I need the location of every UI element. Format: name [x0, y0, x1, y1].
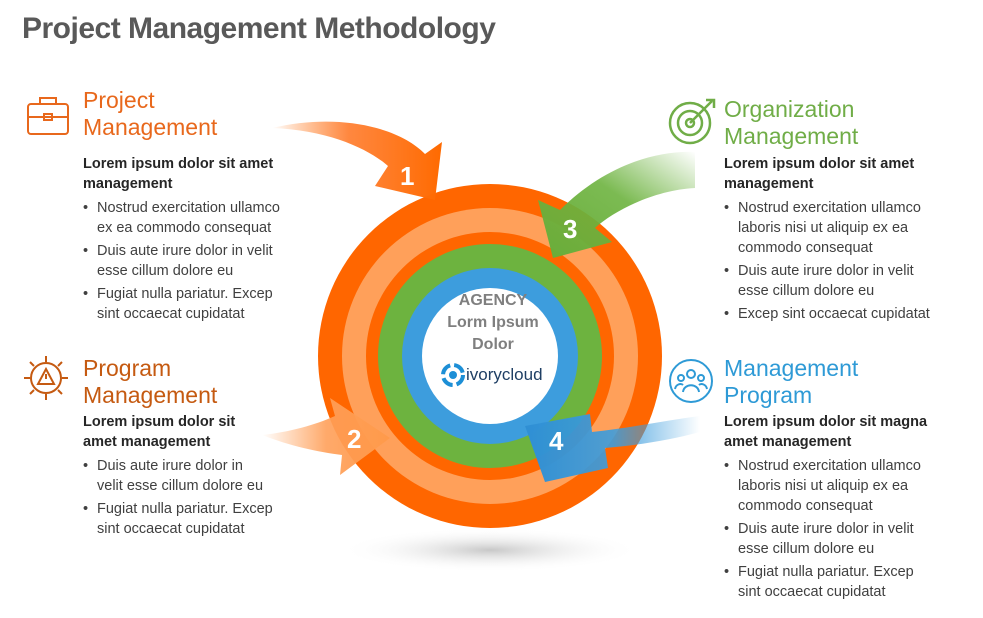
target-icon: [668, 98, 716, 145]
subtitle-line: Lorem ipsum dolor sit amet: [83, 156, 274, 172]
center-line-3: Dolor: [472, 336, 514, 353]
logo-text: ivorycloud: [466, 365, 543, 384]
diagram-shadow: [340, 528, 640, 572]
center-line-2: Lorm Ipsum: [447, 314, 539, 331]
team-icon: [669, 359, 713, 403]
arrow-3: [538, 151, 695, 258]
heading-line: Project: [83, 87, 155, 113]
program-management-heading: Program Management: [83, 355, 217, 409]
step-number-4: 4: [549, 426, 564, 456]
program-management-subtitle: Lorem ipsum dolor sit amet management: [83, 412, 235, 452]
management-program-heading: Management Program: [724, 355, 858, 409]
organization-management-subtitle: Lorem ipsum dolor sit amet management: [724, 154, 914, 194]
center-circle: [422, 288, 558, 424]
list-item: Excep sint occaecat cupidatat: [724, 304, 964, 324]
step-number-3: 3: [563, 214, 578, 244]
center-label: AGENCY Lorm Ipsum Dolor: [433, 290, 553, 356]
ivorycloud-logo: ivorycloud: [438, 362, 554, 390]
organization-management-heading: Organization Management: [724, 96, 858, 150]
logo-swirl-icon: [441, 363, 465, 387]
heading-line: Organization: [724, 96, 855, 122]
subtitle-line: Lorem ipsum dolor sit magna: [724, 414, 928, 430]
step-number-1: 1: [400, 161, 415, 191]
management-program-subtitle: Lorem ipsum dolor sit magna amet managem…: [724, 412, 927, 452]
briefcase-icon: [27, 97, 69, 135]
arrow-4: [525, 414, 700, 482]
step-number-2: 2: [347, 424, 362, 454]
heading-line: Program: [724, 382, 813, 408]
subtitle-line: amet management: [724, 434, 852, 450]
heading-line: Management: [83, 382, 218, 408]
gear-warning-icon: [24, 356, 68, 400]
arrow-1: [272, 121, 442, 200]
subtitle-line: management: [83, 176, 173, 192]
subtitle-line: amet management: [83, 434, 211, 450]
heading-line: Management: [83, 114, 218, 140]
subtitle-line: management: [724, 176, 814, 192]
center-line-1: AGENCY: [458, 292, 528, 309]
page-title: Project Management Methodology: [22, 12, 496, 45]
project-management-subtitle: Lorem ipsum dolor sit amet management: [83, 154, 273, 194]
project-management-heading: Project Management: [83, 87, 217, 141]
subtitle-line: Lorem ipsum dolor sit amet: [724, 156, 915, 172]
subtitle-line: Lorem ipsum dolor sit: [83, 414, 236, 430]
heading-line: Management: [724, 123, 859, 149]
arrow-2: [262, 398, 390, 475]
heading-line: Program: [83, 355, 172, 381]
heading-line: Management: [724, 355, 859, 381]
